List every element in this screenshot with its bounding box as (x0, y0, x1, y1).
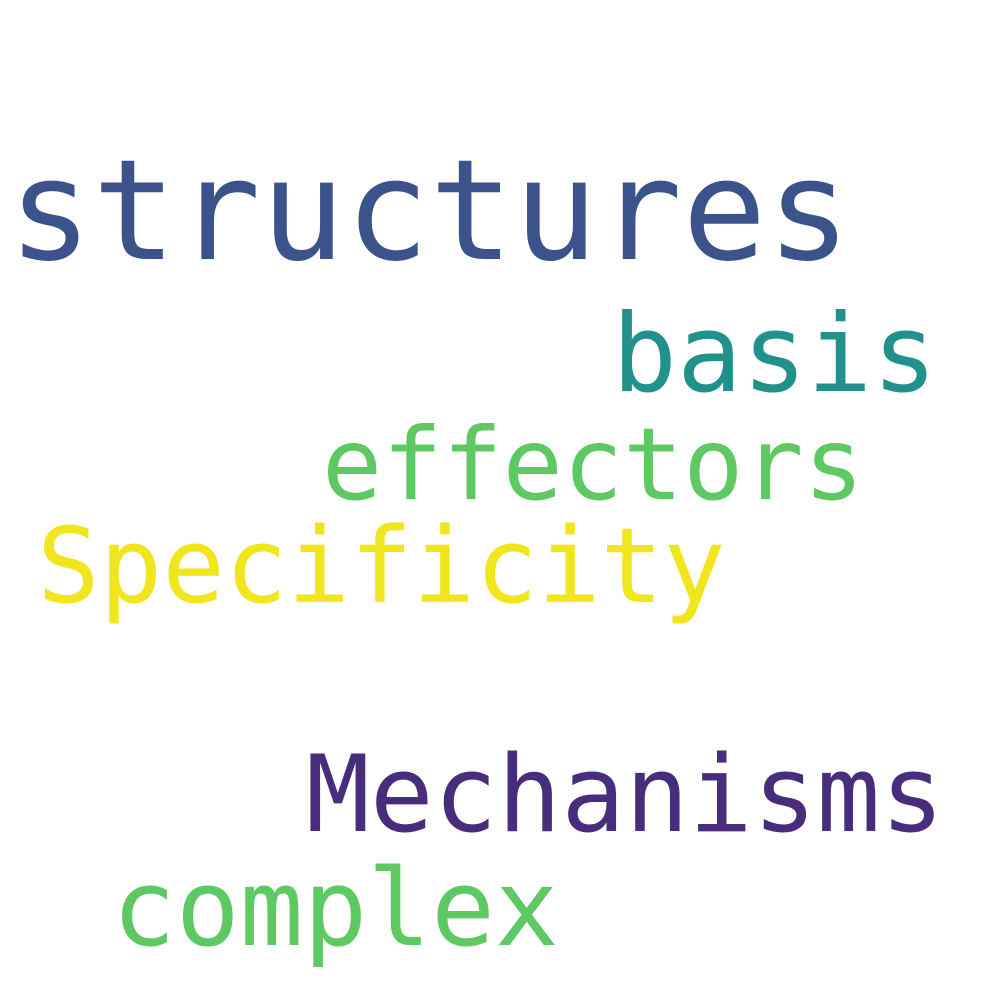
word-complex: complex (112, 847, 559, 970)
word-basis: basis (612, 292, 938, 417)
word-mechanisms: Mechanisms (306, 733, 945, 856)
word-effectors: effectors (322, 406, 864, 523)
word-structures: structures (8, 130, 851, 293)
word-specificity: Specificity (37, 505, 726, 627)
